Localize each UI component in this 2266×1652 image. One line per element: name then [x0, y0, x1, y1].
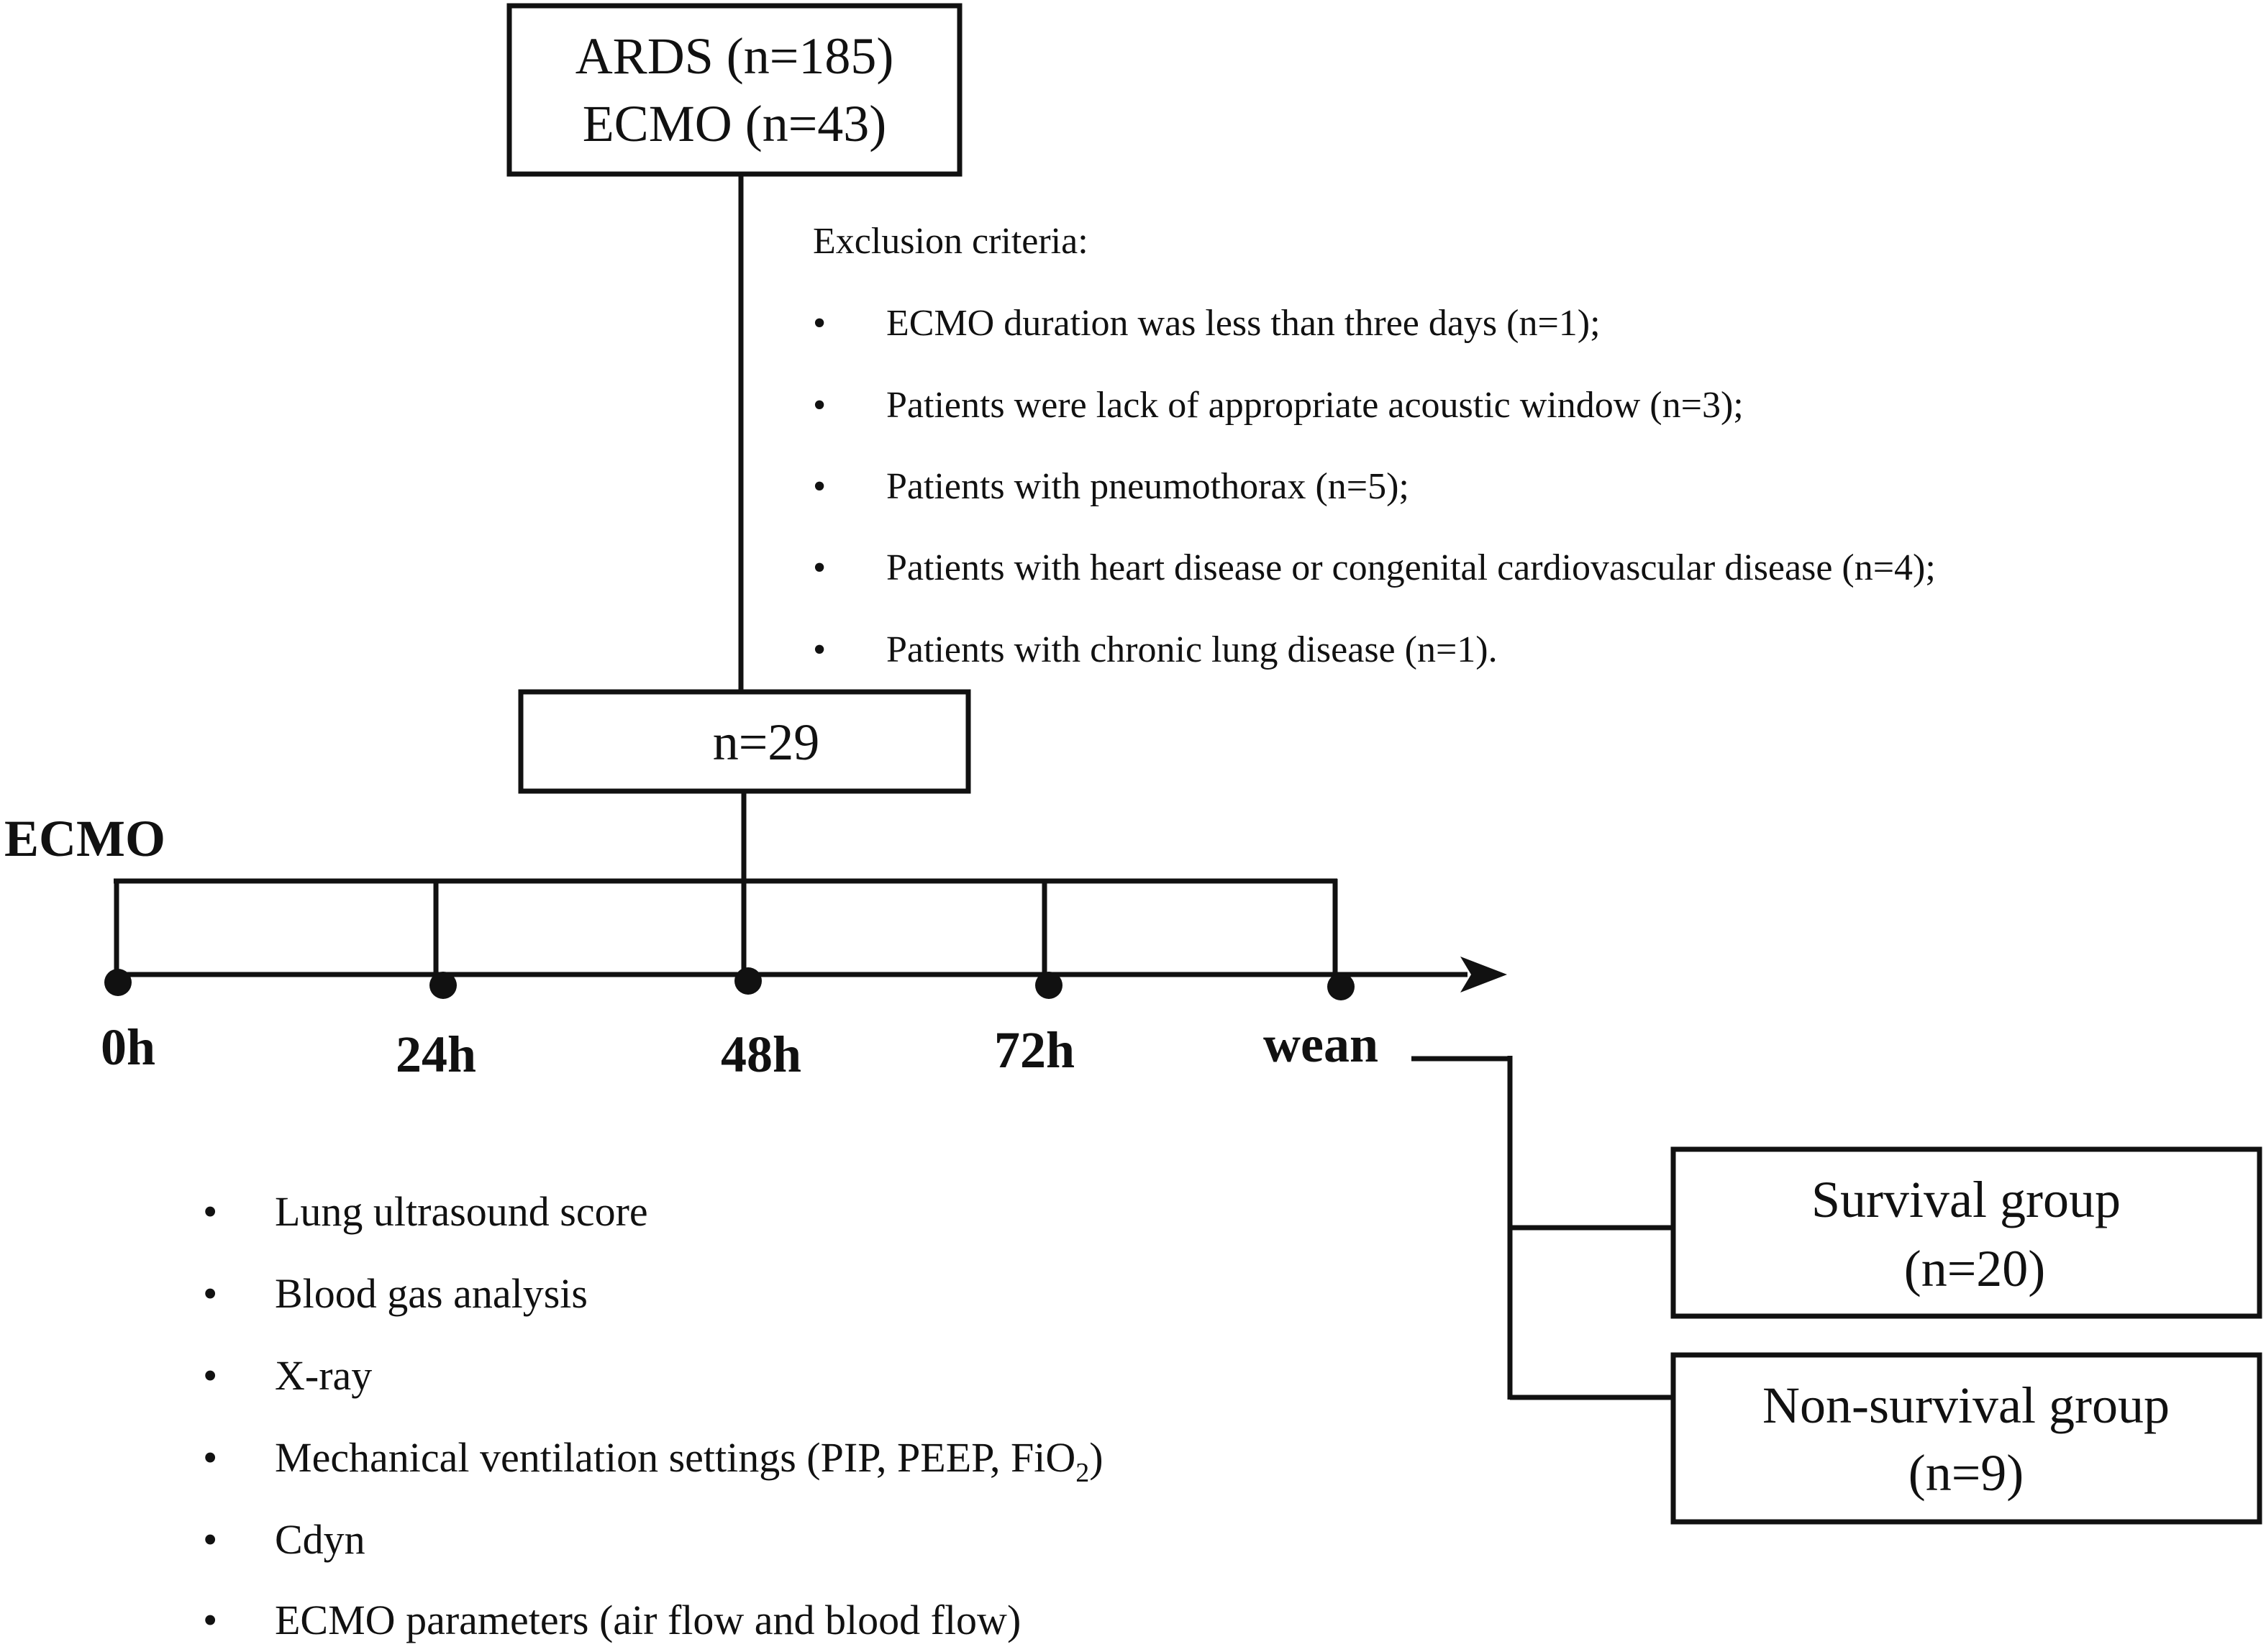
- timeline-dot: [104, 969, 132, 996]
- exclusion-bullet: •: [813, 547, 826, 588]
- exclusion-item-1: ECMO duration was less than three days (…: [886, 303, 1601, 344]
- exclusion-item-2: Patients were lack of appropriate acoust…: [886, 385, 1744, 426]
- outcome-connectors: [1411, 1056, 1673, 1400]
- measurement-item-4-text: Mechanical ventilation settings (PIP, PE…: [275, 1434, 1075, 1481]
- timeline-arrow-icon: [1460, 957, 1507, 992]
- exclusion-criteria: Exclusion criteria: • ECMO duration was …: [813, 221, 1936, 670]
- timeline-point-48h: 48h: [721, 1026, 801, 1083]
- timeline-dot: [734, 967, 762, 995]
- measurement-bullet: •: [203, 1516, 217, 1563]
- exclusion-bullet: •: [813, 385, 826, 426]
- timeline-dot: [429, 972, 457, 999]
- measurement-bullet: •: [203, 1597, 217, 1643]
- timeline-dot: [1035, 972, 1063, 999]
- measurement-item-4-subscript: 2: [1075, 1458, 1089, 1488]
- survival-box: Survival group (n=20): [1670, 1146, 2262, 1319]
- exclusion-heading: Exclusion criteria:: [813, 221, 1088, 262]
- measurement-item-3: X-ray: [275, 1352, 372, 1399]
- exclusion-item-5: Patients with chronic lung disease (n=1)…: [886, 629, 1498, 670]
- measurement-bullet: •: [203, 1188, 217, 1235]
- exclusion-bullet: •: [813, 303, 826, 344]
- exclusion-bullet: •: [813, 629, 826, 670]
- non-survival-box-line1: Non-survival group: [1762, 1377, 2170, 1434]
- start-box: ARDS (n=185) ECMO (n=43): [506, 3, 963, 177]
- timeline-dot: [1327, 973, 1355, 1000]
- start-box-line2: ECMO (n=43): [583, 95, 887, 152]
- measurement-item-1: Lung ultrasound score: [275, 1188, 648, 1235]
- non-survival-box-line2: (n=9): [1908, 1444, 2024, 1502]
- ecmo-timeline: ECMO 0h 24h 48h 72h wean: [4, 810, 1507, 1083]
- start-box-line1: ARDS (n=185): [575, 27, 894, 85]
- exclusion-item-3: Patients with pneumothorax (n=5);: [886, 466, 1409, 507]
- timeline-point-72h: 72h: [994, 1021, 1075, 1079]
- survival-box-line2: (n=20): [1904, 1240, 2046, 1297]
- measurement-item-6: ECMO parameters (air flow and blood flow…: [275, 1597, 1021, 1643]
- timeline-point-24h: 24h: [396, 1026, 476, 1083]
- measurement-list: • Lung ultrasound score • Blood gas anal…: [203, 1188, 1104, 1643]
- included-box-label: n=29: [713, 713, 820, 771]
- measurement-bullet: •: [203, 1270, 217, 1317]
- measurement-bullet: •: [203, 1434, 217, 1481]
- timeline-point-0h: 0h: [101, 1018, 155, 1076]
- exclusion-item-4: Patients with heart disease or congenita…: [886, 547, 1936, 588]
- measurement-bullet: •: [203, 1352, 217, 1399]
- measurement-item-4-tail: ): [1089, 1434, 1103, 1481]
- measurement-item-2: Blood gas analysis: [275, 1270, 588, 1317]
- measurement-item-4: Mechanical ventilation settings (PIP, PE…: [275, 1434, 1104, 1488]
- measurement-item-5: Cdyn: [275, 1516, 365, 1563]
- timeline-label: ECMO: [4, 810, 165, 867]
- timeline-point-wean: wean: [1263, 1016, 1378, 1073]
- survival-box-line1: Survival group: [1811, 1171, 2121, 1228]
- non-survival-box: Non-survival group (n=9): [1670, 1352, 2262, 1525]
- included-box: n=29: [518, 689, 971, 794]
- exclusion-bullet: •: [813, 466, 826, 507]
